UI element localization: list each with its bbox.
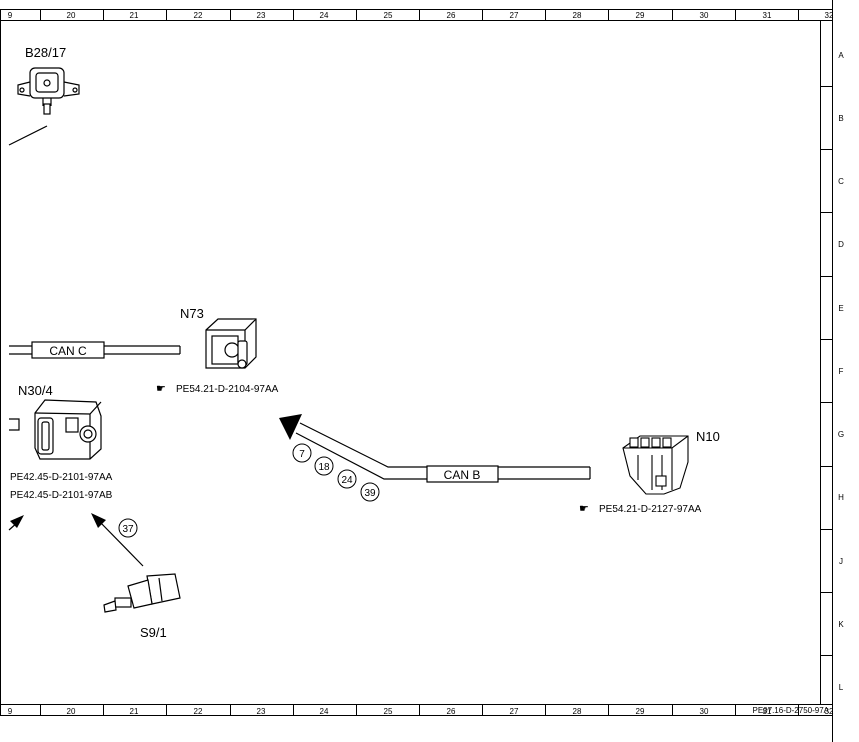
column-number: 22 xyxy=(194,11,203,20)
svg-text:37: 37 xyxy=(122,524,134,535)
column-number: 25 xyxy=(384,707,393,716)
column-number: 24 xyxy=(320,11,329,20)
row-letter: L xyxy=(839,683,844,692)
row-letter: J xyxy=(839,557,843,566)
n73-module-icon xyxy=(205,318,257,369)
row-letter: F xyxy=(839,367,844,376)
row-letter: G xyxy=(838,430,844,439)
row-letter: H xyxy=(838,493,844,502)
column-ruler-top: 9 20 21 22 23 24 25 26 27 28 29 30 31 32 xyxy=(8,9,834,20)
pointing-hand-icon: ☛ xyxy=(156,383,166,395)
b28-17-sensor-icon xyxy=(17,67,80,115)
n30-4-label: N30/4 xyxy=(18,383,53,398)
column-number: 28 xyxy=(573,11,582,20)
column-number: 24 xyxy=(320,707,329,716)
arrow-left-lower xyxy=(8,515,24,531)
column-number: 23 xyxy=(257,11,266,20)
column-number: 22 xyxy=(194,707,203,716)
s9-1-label: S9/1 xyxy=(140,625,167,640)
callout-18: 18 xyxy=(314,456,334,476)
row-ruler: A B C D E F G H J K L xyxy=(820,51,844,692)
n10-ref-link[interactable]: ☛ PE54.21-D-2127-97AA xyxy=(579,503,702,515)
row-letter: E xyxy=(838,304,843,313)
column-number: 32 xyxy=(825,11,834,20)
column-number: 23 xyxy=(257,707,266,716)
b28-17-label: B28/17 xyxy=(25,45,66,60)
row-letter: B xyxy=(838,114,843,123)
column-number: 26 xyxy=(447,11,456,20)
row-letter: D xyxy=(838,240,844,249)
column-number: 27 xyxy=(510,11,519,20)
callout-37: 37 xyxy=(118,518,138,538)
column-number: 20 xyxy=(67,11,76,20)
svg-text:39: 39 xyxy=(364,488,376,499)
n73-ref-link[interactable]: ☛ PE54.21-D-2104-97AA xyxy=(156,383,279,395)
b28-17-lead xyxy=(8,125,48,146)
can-b-box xyxy=(426,465,499,483)
n73-ref: PE54.21-D-2104-97AA xyxy=(176,384,279,395)
callout-24: 24 xyxy=(337,469,357,489)
column-number: 32 xyxy=(825,707,834,716)
can-b-bus xyxy=(295,422,591,480)
column-number: 25 xyxy=(384,11,393,20)
n30-4-ref-2[interactable]: PE42.45-D-2101-97AB xyxy=(10,490,113,501)
can-c-label: CAN C xyxy=(49,344,87,358)
can-b-arrowhead xyxy=(279,414,302,440)
column-ruler-bottom: 9 20 21 22 23 24 25 26 27 28 29 30 31 32 xyxy=(8,705,834,716)
column-number: 20 xyxy=(67,707,76,716)
column-number: 21 xyxy=(130,707,139,716)
can-b-label: CAN B xyxy=(444,468,481,482)
drawing-reference: PE07.16-D-2750-97A xyxy=(753,706,830,715)
n73-label: N73 xyxy=(180,306,204,321)
column-number: 21 xyxy=(130,11,139,20)
column-number: 31 xyxy=(763,707,772,716)
callout-39: 39 xyxy=(360,482,380,502)
n30-4-module-icon xyxy=(9,399,102,460)
column-number: 31 xyxy=(763,11,772,20)
s9-1-arrow xyxy=(91,513,144,567)
can-c-bus xyxy=(9,341,181,359)
svg-text:18: 18 xyxy=(318,462,330,473)
column-number: 27 xyxy=(510,707,519,716)
n30-4-ref-1[interactable]: PE42.45-D-2101-97AA xyxy=(10,472,113,483)
column-number: 29 xyxy=(636,11,645,20)
column-number: 30 xyxy=(700,11,709,20)
svg-text:7: 7 xyxy=(299,449,305,460)
drawing-frame xyxy=(0,0,833,742)
column-number: 26 xyxy=(447,707,456,716)
row-letter: C xyxy=(838,177,844,186)
column-number: 28 xyxy=(573,707,582,716)
column-number: 30 xyxy=(700,707,709,716)
s9-1-switch-icon xyxy=(103,573,181,613)
row-letter: A xyxy=(838,51,844,60)
svg-text:24: 24 xyxy=(341,475,353,486)
column-number: 9 xyxy=(8,707,13,716)
column-number: 29 xyxy=(636,707,645,716)
row-letter: K xyxy=(838,620,844,629)
n10-fusebox-icon xyxy=(622,435,689,495)
column-number: 9 xyxy=(8,11,13,20)
pointing-hand-icon: ☛ xyxy=(579,503,589,515)
n10-label: N10 xyxy=(696,429,720,444)
n10-ref: PE54.21-D-2127-97AA xyxy=(599,504,702,515)
callout-7: 7 xyxy=(292,443,312,463)
